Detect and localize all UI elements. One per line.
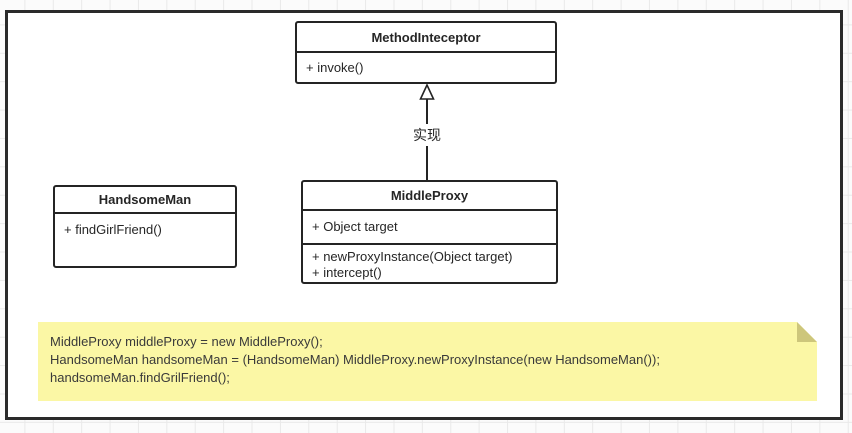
class-methods-compartment: + newProxyInstance(Object target) + inte… xyxy=(303,245,556,285)
class-title: MiddleProxy xyxy=(303,182,556,211)
class-box-middle-proxy[interactable]: MiddleProxy + Object target + newProxyIn… xyxy=(301,180,558,284)
class-methods-compartment: + findGirlFriend() xyxy=(55,214,235,244)
class-attributes-compartment: + Object target xyxy=(303,211,556,245)
class-member: + findGirlFriend() xyxy=(64,222,162,237)
class-member: + invoke() xyxy=(306,60,364,75)
note-code-line: HandsomeMan handsomeMan = (HandsomeMan) … xyxy=(50,352,660,367)
note-code-line: handsomeMan.findGrilFriend(); xyxy=(50,370,230,385)
class-box-method-inteceptor[interactable]: MethodInteceptor + invoke() xyxy=(295,21,557,84)
class-member: + newProxyInstance(Object target) xyxy=(312,249,513,264)
class-title: HandsomeMan xyxy=(55,187,235,214)
class-methods-compartment: + invoke() xyxy=(297,53,555,82)
class-attribute: + Object target xyxy=(312,219,398,234)
note-code-line: MiddleProxy middleProxy = new MiddleProx… xyxy=(50,334,323,349)
sticky-note[interactable]: MiddleProxy middleProxy = new MiddleProx… xyxy=(38,322,817,401)
class-title: MethodInteceptor xyxy=(297,23,555,53)
hollow-triangle-arrowhead-icon xyxy=(419,84,435,100)
class-member: + intercept() xyxy=(312,265,382,280)
class-box-handsome-man[interactable]: HandsomeMan + findGirlFriend() xyxy=(53,185,237,268)
relationship-label: 实现 xyxy=(400,124,454,146)
